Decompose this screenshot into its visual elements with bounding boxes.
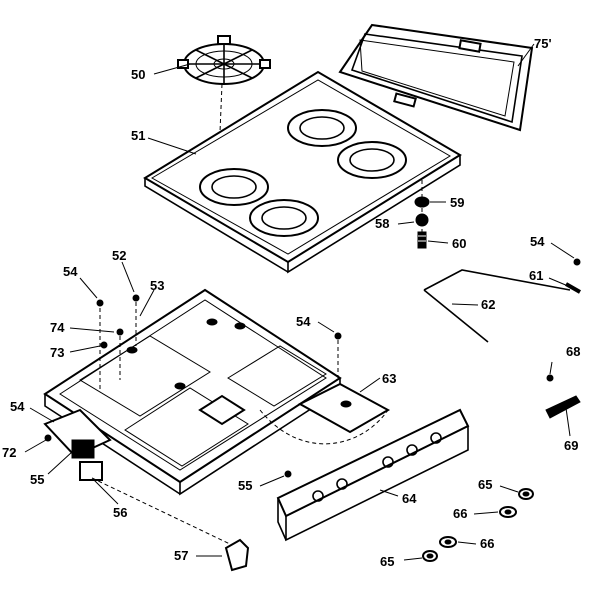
part-75-cover (338, 23, 534, 132)
label-55-left: 55 (30, 472, 44, 487)
part-62-rod (423, 258, 581, 343)
label-63: 63 (382, 371, 396, 386)
label-58: 58 (375, 216, 389, 231)
label-68: 68 (566, 344, 580, 359)
label-64: 64 (402, 491, 417, 506)
part-50-grate (177, 35, 271, 181)
label-65-lower: 65 (380, 554, 394, 569)
label-54-top-right: 54 (530, 234, 545, 249)
part-64-front-panel (276, 408, 470, 542)
label-61: 61 (529, 268, 543, 283)
label-51: 51 (131, 128, 145, 143)
label-73: 73 (50, 345, 64, 360)
parts-58-59-60-knob-stack (414, 180, 430, 249)
label-54-middle: 54 (296, 314, 311, 329)
parts-65-66-knobs (422, 488, 534, 562)
label-53: 53 (150, 278, 164, 293)
part-53-burner-box (43, 288, 342, 496)
label-69: 69 (564, 438, 578, 453)
parts-68-69-clip (545, 374, 581, 419)
label-55-middle: 55 (238, 478, 252, 493)
part-labels: 50 51 75' 59 58 60 54 61 62 52 54 53 74 … (2, 36, 580, 569)
label-74: 74 (50, 320, 65, 335)
label-56: 56 (113, 505, 127, 520)
label-59: 59 (450, 195, 464, 210)
label-52: 52 (112, 248, 126, 263)
label-65-upper: 65 (478, 477, 492, 492)
label-54-bottom-left: 54 (10, 399, 25, 414)
label-72: 72 (2, 445, 16, 460)
part-57-cap (224, 538, 250, 572)
label-62: 62 (481, 297, 495, 312)
label-66-upper: 66 (453, 506, 467, 521)
label-54-left: 54 (63, 264, 78, 279)
label-75: 75' (534, 36, 552, 51)
label-50: 50 (131, 67, 145, 82)
label-66-lower: 66 (480, 536, 494, 551)
leader-lines (24, 43, 575, 561)
label-60: 60 (452, 236, 466, 251)
label-57: 57 (174, 548, 188, 563)
part-63-bracket (259, 382, 391, 445)
parts-72-55-56-valve (43, 408, 233, 546)
part-51-cooktop (143, 70, 462, 274)
